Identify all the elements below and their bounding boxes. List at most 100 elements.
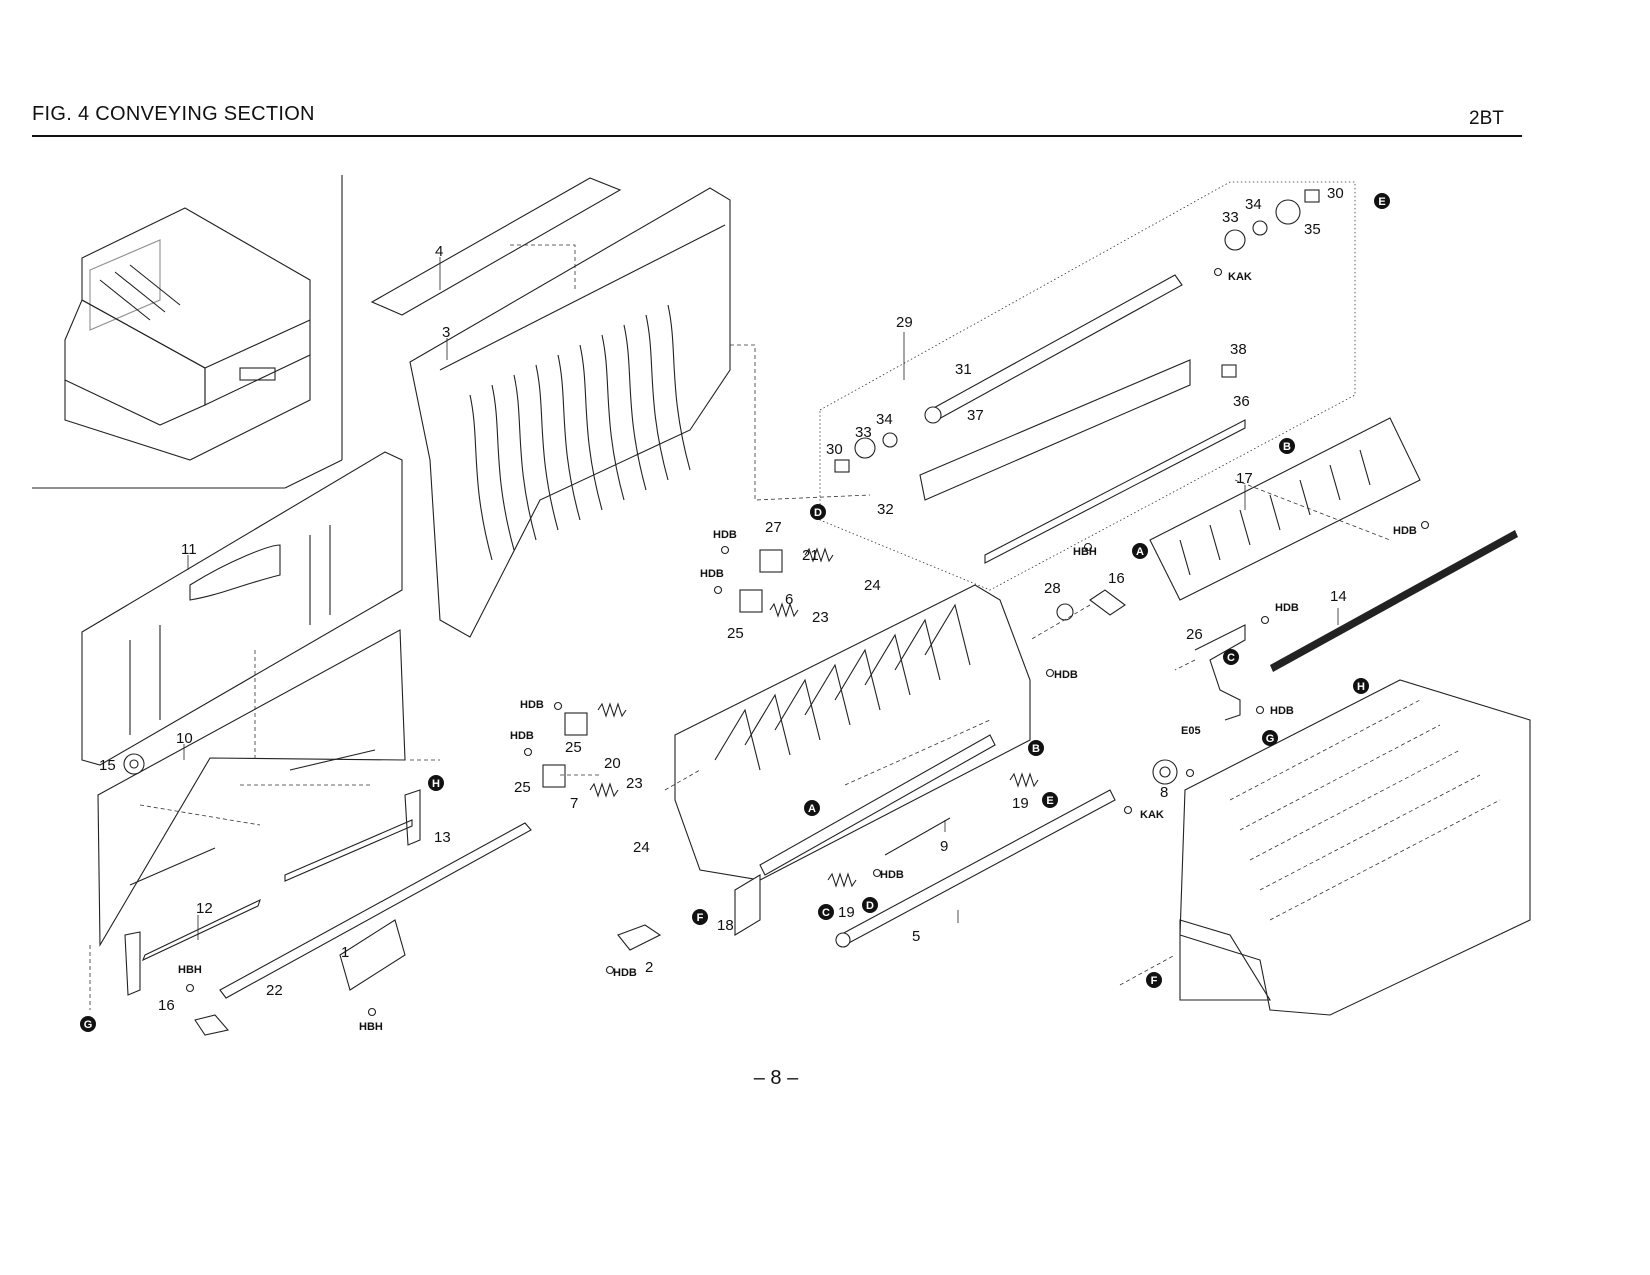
- code-hdb-6: HDB: [1275, 602, 1299, 614]
- svg-text:H: H: [1357, 681, 1365, 693]
- label-27: 27: [765, 519, 782, 536]
- label-30b: 30: [826, 441, 843, 458]
- label-5: 5: [912, 928, 920, 945]
- label-38: 38: [1230, 341, 1247, 358]
- model-code: 2BT: [1469, 108, 1504, 129]
- springs: [589, 547, 1039, 888]
- inset-copier-view: [32, 175, 343, 489]
- marker-c-2: C: [818, 904, 834, 920]
- code-kak-2: KAK: [1140, 809, 1164, 821]
- label-12: 12: [196, 900, 213, 917]
- svg-text:A: A: [1136, 546, 1144, 558]
- page-title: FIG. 4 CONVEYING SECTION: [32, 103, 315, 125]
- marker-c-1: C: [1223, 649, 1239, 665]
- label-29: 29: [896, 314, 913, 331]
- svg-text:E: E: [1046, 795, 1053, 807]
- code-kak-1: KAK: [1228, 271, 1252, 283]
- label-14: 14: [1330, 588, 1347, 605]
- code-hdb-9: HDB: [880, 869, 904, 881]
- marker-h-2: H: [428, 775, 444, 791]
- label-37: 37: [967, 407, 984, 424]
- code-hdb-10: HDB: [613, 967, 637, 979]
- label-10: 10: [176, 730, 193, 747]
- marker-a-2: A: [804, 800, 820, 816]
- label-16b: 16: [158, 997, 175, 1014]
- code-hdb-3: HDB: [520, 699, 544, 711]
- label-18: 18: [717, 917, 734, 934]
- label-2: 2: [645, 959, 653, 976]
- marker-f-2: F: [1146, 972, 1162, 988]
- svg-text:F: F: [697, 912, 704, 924]
- code-hdb-4: HDB: [510, 730, 534, 742]
- label-30a: 30: [1327, 185, 1344, 202]
- code-hdb-1: HDB: [713, 529, 737, 541]
- svg-text:A: A: [808, 803, 816, 815]
- label-3: 3: [442, 324, 450, 341]
- marker-g-2: G: [80, 1016, 96, 1032]
- fastener-code-labels: HDB HDB HDB HDB HDB HDB HDB HDB HDB HDB …: [178, 271, 1417, 1033]
- label-20: 20: [604, 755, 621, 772]
- marker-e-2: E: [1042, 792, 1058, 808]
- code-hbh-3: HBH: [359, 1021, 383, 1033]
- label-8: 8: [1160, 784, 1168, 801]
- label-34a: 34: [1245, 196, 1262, 213]
- svg-text:H: H: [432, 778, 440, 790]
- marker-h-1: H: [1353, 678, 1369, 694]
- label-16a: 16: [1108, 570, 1125, 587]
- label-25b: 25: [565, 739, 582, 756]
- marker-b-2: B: [1028, 740, 1044, 756]
- svg-text:D: D: [866, 900, 874, 912]
- svg-text:G: G: [84, 1019, 93, 1031]
- label-6: 6: [785, 591, 793, 608]
- label-36: 36: [1233, 393, 1250, 410]
- label-22: 22: [266, 982, 283, 999]
- label-24a: 24: [864, 577, 881, 594]
- part-number-labels: 1 2 3 4 5 6 7 8 9 10 11 12 13 14 15 16 1…: [99, 185, 1347, 1014]
- code-hdb-7: HDB: [1270, 705, 1294, 717]
- label-19b: 19: [838, 904, 855, 921]
- marker-f-1: F: [692, 909, 708, 925]
- reference-markers: A A B B C C D D E E F F G G H H: [80, 193, 1390, 1032]
- label-33a: 33: [1222, 209, 1239, 226]
- header-rule: [32, 135, 1522, 137]
- code-hbh-2: HBH: [178, 964, 202, 976]
- code-hdb-8: HDB: [1393, 525, 1417, 537]
- code-hdb-2: HDB: [700, 568, 724, 580]
- label-11: 11: [181, 541, 197, 558]
- marker-e-1: E: [1374, 193, 1390, 209]
- marker-d-1: D: [810, 504, 826, 520]
- svg-text:B: B: [1032, 743, 1040, 755]
- label-4: 4: [435, 243, 443, 260]
- svg-text:E: E: [1378, 196, 1385, 208]
- label-32: 32: [877, 501, 894, 518]
- label-21: 21: [802, 547, 819, 564]
- label-13: 13: [434, 829, 451, 846]
- label-31: 31: [955, 361, 972, 378]
- marker-b-1: B: [1279, 438, 1295, 454]
- page-number: – 8 –: [753, 1067, 799, 1089]
- marker-a-1: A: [1132, 543, 1148, 559]
- label-23a: 23: [812, 609, 829, 626]
- svg-text:F: F: [1151, 975, 1158, 987]
- code-hbh-1: HBH: [1073, 546, 1097, 558]
- screws: [185, 267, 1430, 1017]
- label-28: 28: [1044, 580, 1061, 597]
- label-15: 15: [99, 757, 116, 774]
- label-1: 1: [341, 944, 349, 961]
- marker-d-2: D: [862, 897, 878, 913]
- label-23b: 23: [626, 775, 643, 792]
- label-33b: 33: [855, 424, 872, 441]
- code-e05: E05: [1181, 725, 1201, 737]
- code-hdb-5: HDB: [1054, 669, 1078, 681]
- label-25a: 25: [727, 625, 744, 642]
- label-35: 35: [1304, 221, 1321, 238]
- svg-text:C: C: [1227, 652, 1235, 664]
- label-17: 17: [1236, 470, 1253, 487]
- label-7: 7: [570, 795, 578, 812]
- svg-text:C: C: [822, 907, 830, 919]
- label-24b: 24: [633, 839, 650, 856]
- label-9: 9: [940, 838, 948, 855]
- label-19a: 19: [1012, 795, 1029, 812]
- label-25c: 25: [514, 779, 531, 796]
